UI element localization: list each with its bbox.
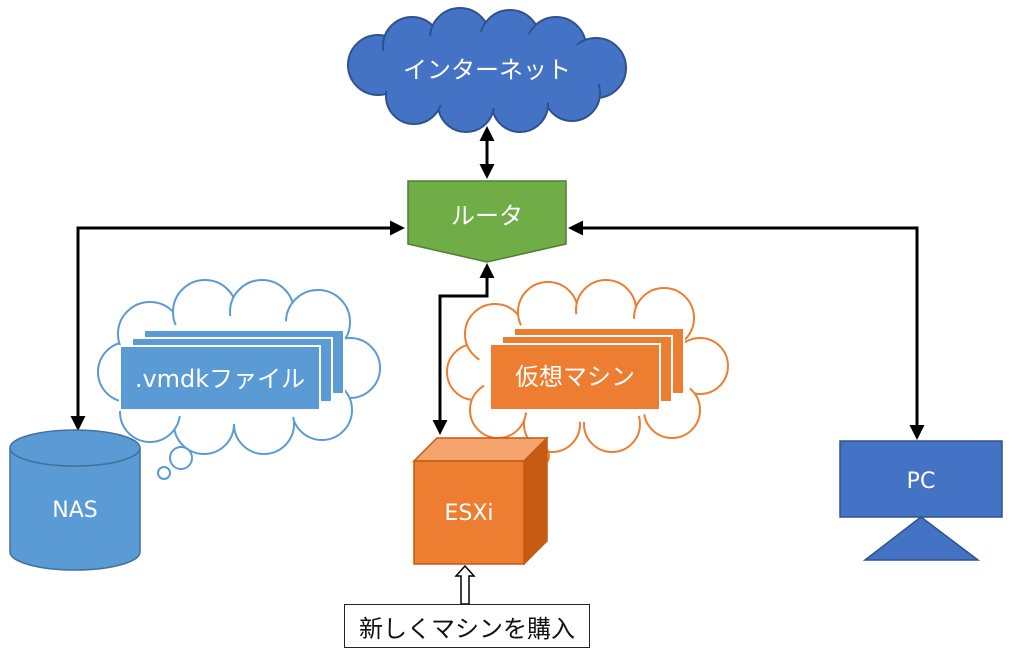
router-label: ルータ <box>451 202 523 230</box>
pc-label: PC <box>907 469 936 494</box>
connectors <box>70 126 925 440</box>
vmdk-label: .vmdkファイル <box>135 365 305 393</box>
nas-label: NAS <box>52 498 97 523</box>
vmdk-thought-bubble: .vmdkファイル <box>97 279 381 480</box>
purchase-note-box: 新しくマシンを購入 <box>344 604 590 648</box>
thought-dot <box>169 446 193 470</box>
vm-label: 仮想マシン <box>515 363 635 391</box>
purchase-note-label: 新しくマシンを購入 <box>359 614 575 643</box>
nas-cylinder: NAS <box>9 429 141 571</box>
internet-label: インターネット <box>403 56 571 84</box>
router-node: ルータ <box>407 180 567 263</box>
internet-cloud: インターネット <box>347 7 627 133</box>
pc-monitor: PC <box>839 440 1003 561</box>
esxi-server-cube: ESXi <box>412 436 549 566</box>
purchase-arrow-icon <box>454 564 476 605</box>
router-pc-link <box>568 220 925 440</box>
router-esxi-link <box>432 263 495 435</box>
monitor-stand <box>862 516 981 561</box>
thought-dot <box>157 466 171 480</box>
router-nas-link <box>70 220 405 431</box>
esxi-label: ESXi <box>444 501 493 526</box>
vm-thought-bubble: 仮想マシン <box>446 279 729 477</box>
